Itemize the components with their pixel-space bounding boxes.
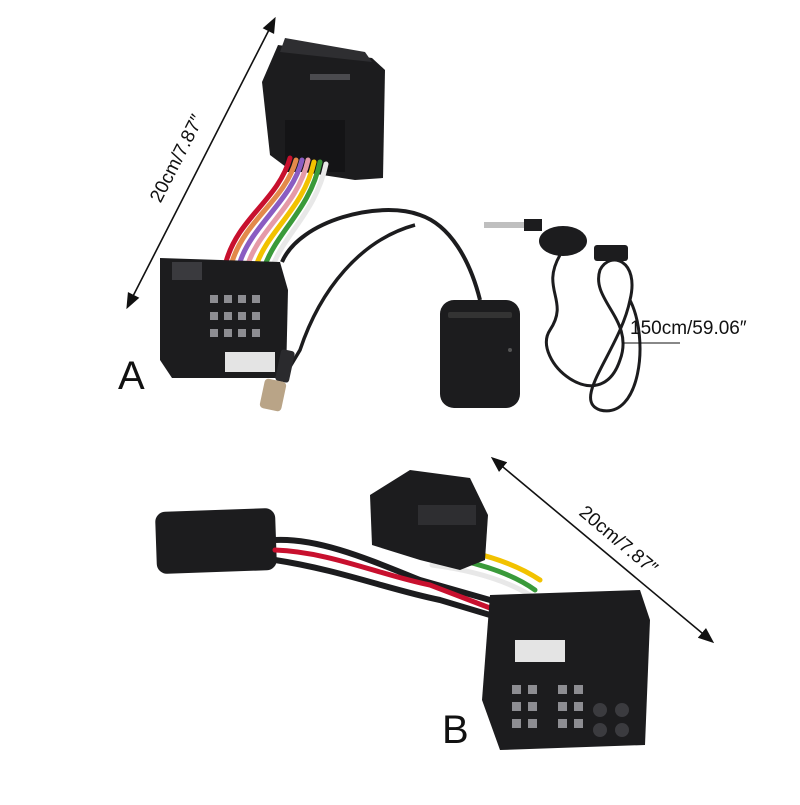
dimension-arrow-b (490, 456, 715, 644)
cable-length-label: 150cm/59.06″ (630, 318, 747, 339)
mic-cable-a (545, 254, 642, 413)
panel-b (155, 456, 715, 750)
aux-cable-a (280, 208, 482, 301)
bluetooth-module-b (155, 508, 277, 574)
microphone-a (484, 219, 628, 261)
module-cable-a (283, 223, 416, 376)
wire-bundle-b (272, 536, 543, 618)
bluetooth-module-a (440, 300, 520, 408)
wire-bundle-a (223, 155, 329, 271)
panel-label-a: A (118, 354, 145, 398)
panel-label-b: B (442, 708, 469, 752)
aux-jack-a (259, 349, 295, 412)
bottom-connector-b (482, 590, 650, 750)
top-connector-b (370, 470, 488, 570)
top-connector-a (262, 38, 385, 180)
bottom-connector-a (160, 258, 288, 378)
panel-a (126, 16, 680, 413)
dimension-arrow-a (126, 16, 276, 310)
